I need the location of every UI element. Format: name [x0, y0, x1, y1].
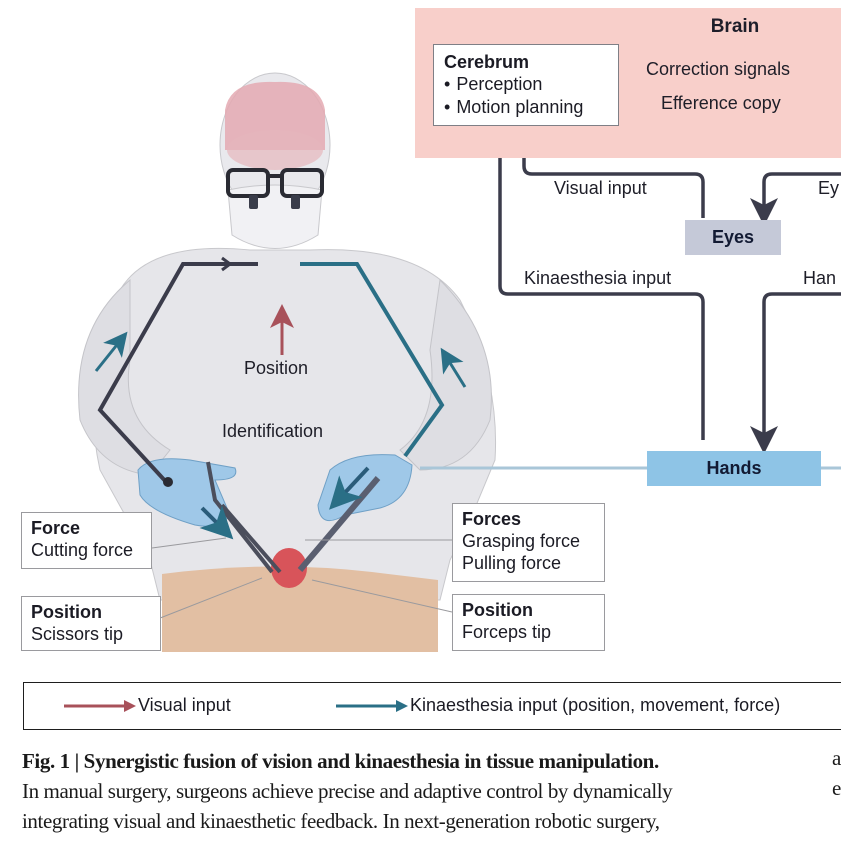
legend: Visual input Kinaesthesia input (positio… [23, 682, 841, 730]
cerebrum-item-motion-planning: Motion planning [444, 96, 608, 119]
hands-input-label-partial: Han [803, 268, 837, 288]
callout-line: Forceps tip [462, 622, 552, 642]
caption-title: Fig. 1 | Synergistic fusion of vision an… [22, 749, 659, 773]
visual-input-legend-arrow [64, 700, 136, 712]
tissue-mass [271, 548, 307, 588]
identification-label: Identification [222, 421, 324, 441]
legend-kinaesthesia-input: Kinaesthesia input (position, movement, … [410, 695, 781, 715]
caption-cutoff-1: a [832, 746, 841, 770]
callout-line: Pulling force [462, 553, 562, 573]
callout-grasping-pulling-force: Forces Grasping force Pulling force [452, 503, 605, 582]
callout-scissors-tip: Position Scissors tip [21, 596, 161, 651]
callout-line: Scissors tip [31, 624, 124, 644]
callout-title: Position [462, 600, 533, 620]
hands-node: Hands [647, 451, 821, 486]
forceps [297, 476, 381, 572]
correction-signals-label: Correction signals [646, 59, 791, 79]
cerebrum-item-perception: Perception [444, 73, 608, 96]
eyes-node: Eyes [685, 220, 781, 255]
callout-title: Forces [462, 509, 522, 529]
callout-line: Cutting force [31, 540, 134, 560]
callout-cutting-force: Force Cutting force [21, 512, 152, 569]
caption-line-2: integrating visual and kinaesthetic feed… [22, 809, 660, 833]
callout-title: Force [31, 518, 81, 538]
eyes-input-label-partial: Ey [818, 178, 840, 198]
legend-visual-input: Visual input [138, 695, 231, 715]
kinaesthesia-input-label: Kinaesthesia input [524, 268, 672, 288]
cerebrum-box: Cerebrum Perception Motion planning [433, 44, 619, 126]
callout-line: Grasping force [462, 531, 581, 551]
cerebrum-title: Cerebrum [444, 52, 530, 72]
brain-title: Brain [710, 16, 760, 37]
figure-caption: Fig. 1 | Synergistic fusion of vision an… [22, 746, 802, 836]
visual-input-label: Visual input [554, 178, 647, 198]
kinaesthesia-legend-arrow [336, 700, 408, 712]
caption-line-1: In manual surgery, surgeons achieve prec… [22, 779, 673, 803]
efference-copy-label: Efference copy [661, 93, 781, 113]
callout-title: Position [31, 602, 102, 622]
patient-skin [162, 566, 438, 652]
callout-forceps-tip: Position Forceps tip [452, 594, 605, 651]
position-label: Position [244, 358, 309, 378]
caption-cutoff-2: e [832, 776, 841, 800]
